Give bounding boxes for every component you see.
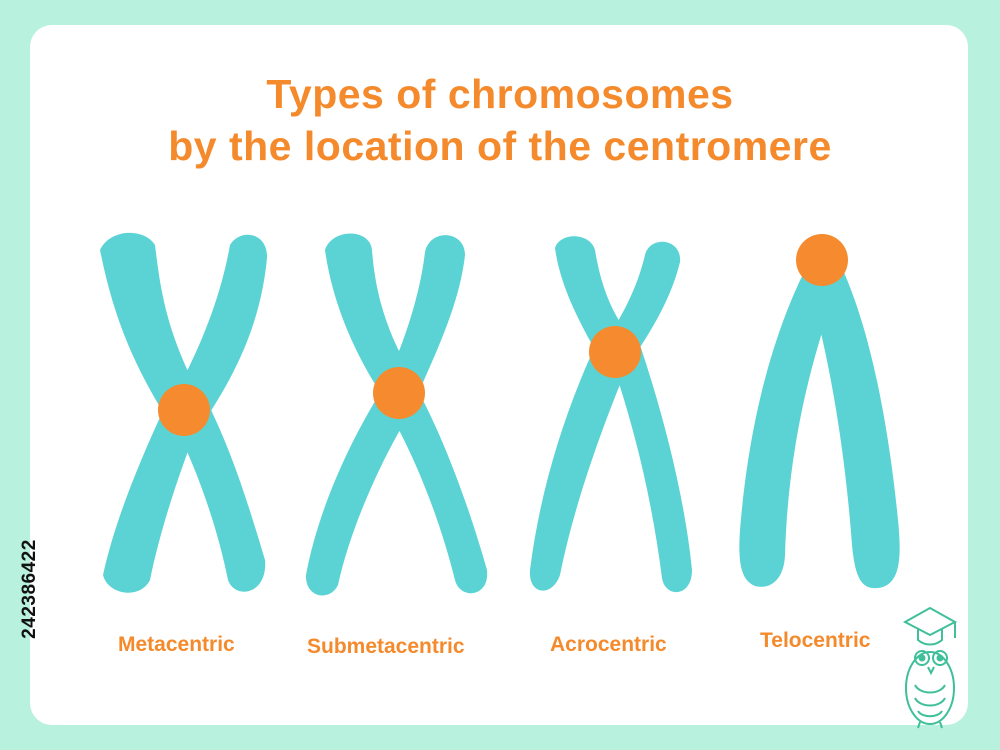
metacentric-arm-upper-left	[100, 232, 200, 420]
centromeres	[158, 234, 848, 436]
submetacentric-arm-lower-left	[305, 385, 415, 596]
title-line-2: by the location of the centromere	[168, 123, 832, 169]
acrocentric-arm-upper-left	[555, 236, 625, 355]
metacentric-arm-lower-left	[103, 400, 200, 593]
owl-graduate-icon	[902, 606, 958, 729]
stock-image-id: 242386422	[19, 539, 40, 639]
label-submetacentric: Submetacentric	[307, 635, 465, 658]
acrocentric-centromere	[589, 326, 641, 378]
label-acrocentric: Acrocentric	[550, 633, 667, 656]
metacentric-centromere	[158, 384, 210, 436]
diagram-title: Types of chromosomes by the location of …	[0, 68, 1000, 172]
submetacentric-arm-upper-left	[325, 233, 412, 400]
telocentric-arm-right	[808, 268, 900, 589]
metacentric-arm-upper-right	[172, 234, 268, 420]
submetacentric-arm-lower-right	[385, 385, 488, 594]
acrocentric-arm-upper-right	[610, 241, 681, 355]
submetacentric-centromere	[373, 367, 425, 419]
acrocentric-arm-lower-left	[529, 340, 630, 591]
title-line-1: Types of chromosomes	[266, 71, 734, 117]
telocentric-centromere	[796, 234, 848, 286]
chromatids	[100, 232, 900, 596]
metacentric-arm-lower-right	[172, 398, 266, 592]
telocentric-arm-left	[739, 268, 840, 587]
submetacentric-arm-upper-right	[385, 235, 465, 400]
label-metacentric: Metacentric	[118, 633, 235, 656]
label-telocentric: Telocentric	[760, 629, 871, 652]
acrocentric-arm-lower-right	[612, 345, 692, 593]
